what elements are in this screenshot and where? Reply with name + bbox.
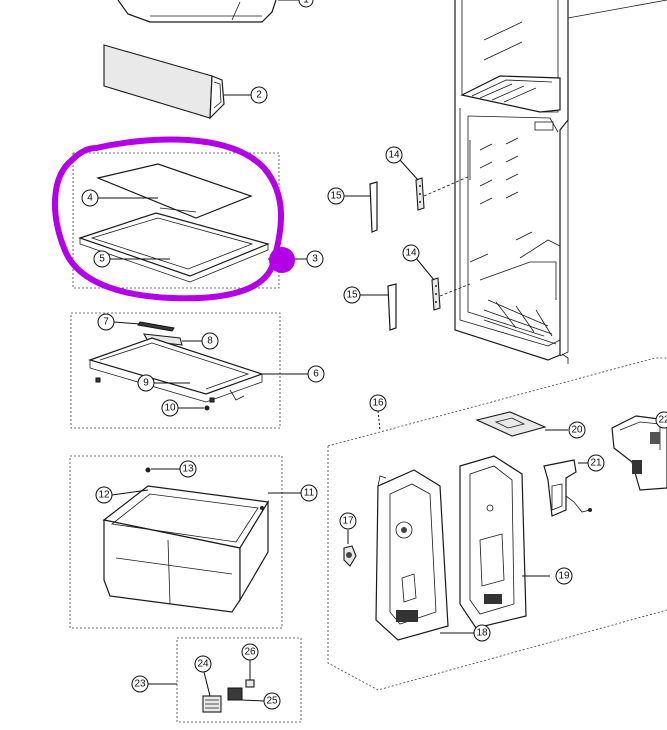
callout-15b: 15: [343, 286, 361, 304]
callout-20: 20: [568, 421, 586, 439]
tray-part-20: [475, 411, 547, 437]
callout-18: 18: [473, 624, 491, 642]
group-6-box: [70, 312, 281, 429]
svg-text:22: 22: [658, 415, 667, 426]
bracket-part-14a: [415, 177, 425, 211]
svg-text:16: 16: [372, 398, 384, 409]
svg-text:18: 18: [476, 628, 488, 639]
svg-text:5: 5: [99, 254, 105, 265]
pad-part-25: [227, 687, 243, 701]
fan-housing-part-22: [611, 415, 667, 491]
svg-text:3: 3: [312, 254, 318, 265]
screw-part-13b: [260, 506, 264, 510]
group-11-box: [69, 455, 283, 629]
callout-14b: 14: [402, 244, 420, 262]
shelf-part-1: [117, 0, 300, 23]
svg-text:14: 14: [405, 248, 417, 259]
cover-part-8: [142, 333, 183, 346]
label-part-24: [202, 695, 222, 713]
callout-16: 16: [369, 394, 387, 412]
svg-text:17: 17: [342, 516, 354, 527]
svg-text:12: 12: [98, 490, 110, 501]
svg-text:24: 24: [197, 659, 209, 670]
callout-9: 9: [137, 374, 155, 392]
callout-22: 22: [655, 411, 667, 429]
highlight-marker: [269, 247, 295, 273]
callout-21: 21: [587, 454, 605, 472]
callout-5: 5: [93, 250, 111, 268]
shelf-frame-part-5: [78, 207, 270, 283]
callout-6: 6: [307, 365, 325, 383]
glass-panel-part-4: [96, 163, 253, 219]
refrigerator-cabinet: [454, 0, 667, 364]
callout-19: 19: [555, 567, 573, 585]
svg-text:26: 26: [244, 647, 256, 658]
svg-text:15: 15: [346, 290, 358, 301]
svg-text:9: 9: [143, 378, 149, 389]
callout-25: 25: [263, 692, 281, 710]
callout-11: 11: [300, 484, 318, 502]
callout-23: 23: [131, 675, 149, 693]
strip-part-15a: [369, 181, 378, 233]
callout-17: 17: [339, 512, 357, 530]
svg-text:14: 14: [388, 150, 400, 161]
crisper-cover-frame-part-9: [88, 337, 264, 403]
callout-15a: 15: [327, 187, 345, 205]
svg-text:20: 20: [571, 425, 583, 436]
callout-10: 10: [161, 399, 179, 417]
svg-text:6: 6: [313, 369, 319, 380]
svg-text:8: 8: [207, 336, 213, 347]
svg-text:15: 15: [330, 191, 342, 202]
cap-part-26: [245, 679, 255, 688]
callout-3: 3: [306, 250, 324, 268]
screw-part-10: [204, 405, 210, 411]
control-housing-part-18: [375, 469, 449, 641]
svg-text:10: 10: [164, 403, 176, 414]
group-16-region: [327, 357, 667, 691]
callout-8: 8: [201, 332, 219, 350]
damper-part-21: [543, 459, 592, 517]
svg-text:21: 21: [590, 458, 602, 469]
callout-1: 1: [298, 0, 314, 8]
svg-text:19: 19: [558, 571, 570, 582]
screw-part-13: [145, 467, 151, 473]
cover-part-7: [137, 321, 175, 332]
svg-text:2: 2: [256, 90, 262, 101]
callout-14a: 14: [385, 146, 403, 164]
crisper-drawer-part-12: [102, 485, 269, 613]
callout-13: 13: [179, 460, 197, 478]
callout-24: 24: [194, 655, 212, 673]
air-duct-part-19: [459, 455, 527, 629]
bracket-part-14b: [431, 277, 441, 311]
callout-2: 2: [250, 86, 268, 104]
knob-part-17: [343, 545, 357, 567]
callout-7: 7: [97, 313, 115, 331]
bin-cover-part-2: [103, 44, 251, 120]
svg-text:7: 7: [103, 317, 109, 328]
svg-text:23: 23: [134, 679, 146, 690]
svg-text:11: 11: [304, 488, 315, 499]
callout-4: 4: [81, 189, 99, 207]
svg-text:13: 13: [182, 464, 194, 475]
svg-text:1: 1: [303, 0, 309, 6]
callout-26: 26: [241, 643, 259, 661]
callout-12: 12: [95, 486, 113, 504]
strip-part-15b: [387, 283, 397, 331]
group-23-box: [176, 637, 302, 723]
svg-text:25: 25: [266, 696, 278, 707]
highlight-scribble: [52, 136, 285, 302]
svg-text:4: 4: [87, 193, 93, 204]
